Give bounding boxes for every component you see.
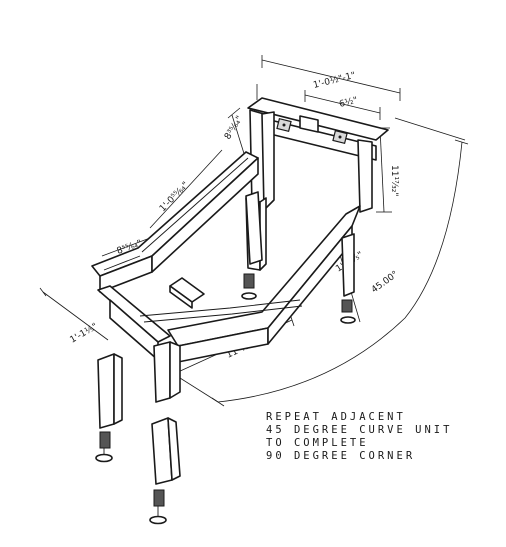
- dim-right-height: 11¹⁷⁄₃₂": [370, 127, 399, 213]
- note-line-2: 45 DEGREE CURVE UNIT: [266, 424, 453, 436]
- left-side-rail: [91, 151, 259, 293]
- dim-right-height-label: 11¹⁷⁄₃₂": [389, 165, 399, 197]
- floor-brace: [139, 299, 303, 323]
- leg-loose: [149, 417, 181, 525]
- dim-inner-width-label: 6½": [338, 96, 358, 110]
- note-line-3: TO COMPLETE: [266, 437, 369, 449]
- right-front-rail: [167, 205, 361, 363]
- dim-overall-width: 1'-0½"-1": [256, 55, 401, 101]
- dim-inner-width: 6½": [304, 90, 381, 120]
- dim-leg-left-label: 1'-1⅕": [69, 322, 100, 346]
- dim-rear-depth-label: 8³⁵⁄₆₄": [223, 114, 245, 141]
- leg-front-center: [153, 341, 181, 403]
- front-left-rail: [97, 285, 171, 361]
- loose-block: [169, 277, 205, 309]
- dim-leg-left: 1'-1⅕": [39, 287, 109, 346]
- dim-angle-label: 45.00°: [370, 270, 400, 296]
- leg-rear-right: [340, 233, 356, 324]
- rear-frame: [247, 97, 389, 161]
- leg-front-left: [95, 353, 123, 463]
- dim-rear-depth: 8³⁵⁄₆₄": [223, 107, 247, 161]
- note-line-1: REPEAT ADJACENT: [266, 411, 406, 423]
- leg-middle-loose: [245, 191, 263, 265]
- note-line-4: 90 DEGREE CORNER: [266, 450, 416, 462]
- instruction-note: REPEAT ADJACENT 45 DEGREE CURVE UNIT TO …: [266, 411, 452, 463]
